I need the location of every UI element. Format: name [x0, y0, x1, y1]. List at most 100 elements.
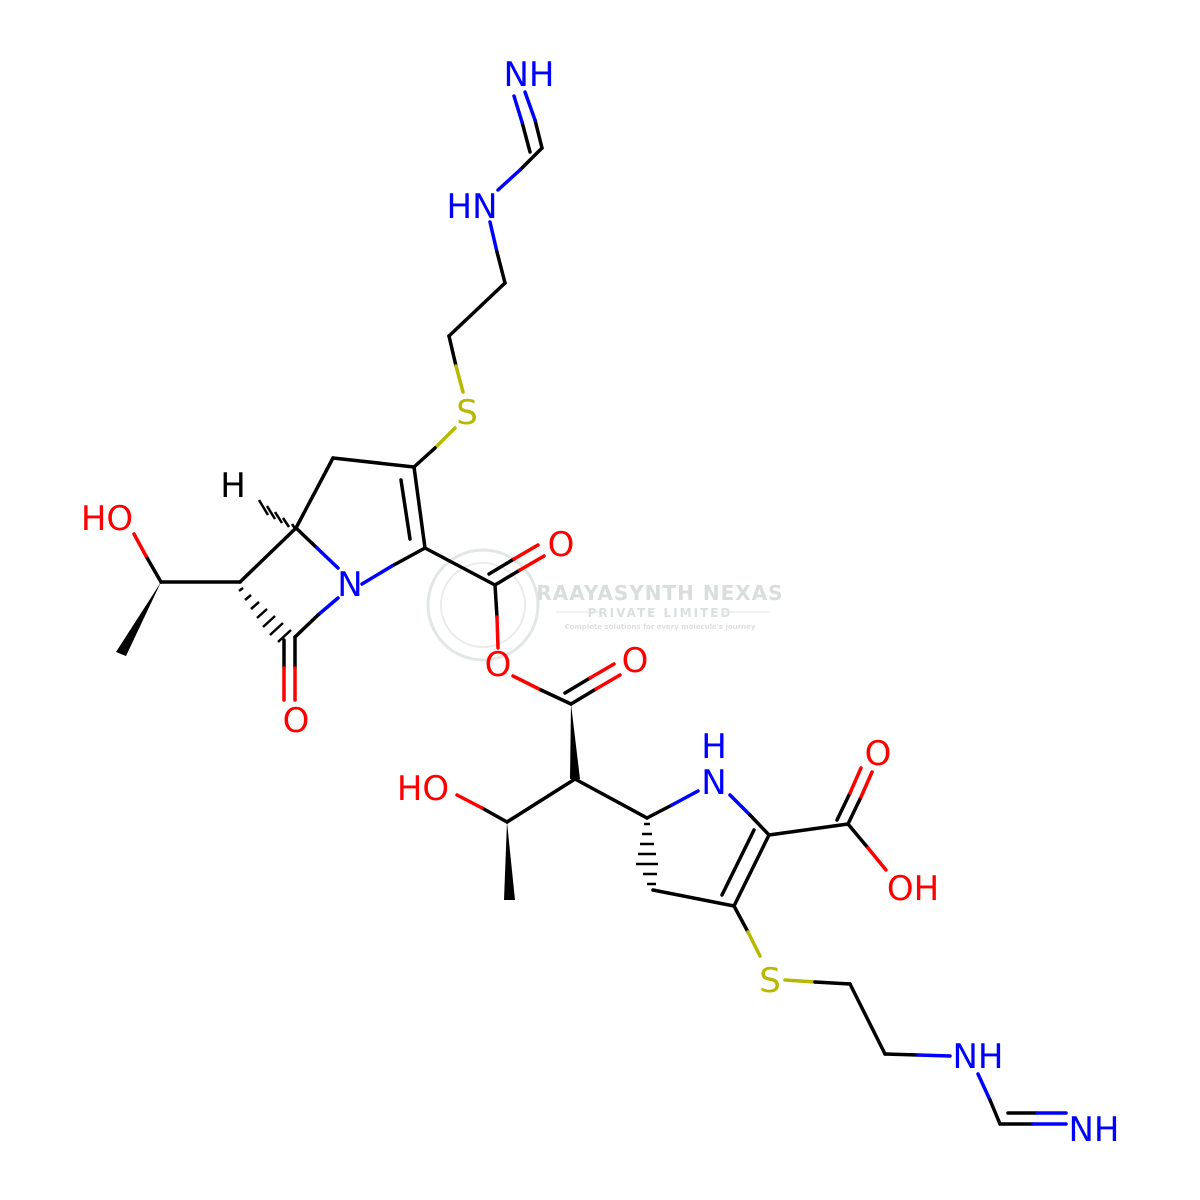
bond-ring-c3-c2 [331, 456, 416, 469]
bond-s-to-ring-c [412, 446, 437, 469]
label-n-pyrroline: N [701, 763, 726, 803]
label-s-top: S [456, 393, 478, 433]
bond-nh-to-chain-n [488, 220, 499, 254]
bond-acyl-co-c [569, 687, 598, 706]
watermark-name: RAAYASYNTH NEXAS [536, 581, 783, 605]
label-ho-middle: HO [397, 769, 449, 809]
watermark-logo-inner-ring [440, 562, 526, 648]
bond-ester-co-up-c [493, 568, 522, 587]
hashed-bond-bridgehead-h [257, 499, 298, 531]
label-ho-left: HO [81, 499, 133, 539]
bond-chain-to-s-s [454, 364, 465, 394]
bond-acid-co-o [859, 770, 874, 799]
bond-bridge-to-c6 [238, 526, 298, 584]
bond-nh2-to-imine-c [988, 1098, 1002, 1126]
bond-acid-co-o2 [848, 766, 863, 795]
bond-ethyl-top [447, 281, 507, 338]
label-h-bridgehead: H [220, 466, 246, 506]
bond-bridge-to-n-n [315, 546, 340, 570]
bond-o-to-acyl-o [511, 674, 543, 692]
label-n-ring: N [337, 565, 362, 605]
bond-top-imine-c-half [533, 118, 544, 150]
bond-pyrroline-n-c-n [728, 793, 752, 817]
watermark-subtitle: PRIVATE LIMITED [588, 606, 733, 620]
bond-chain-to-nh2-n [916, 1053, 952, 1058]
bond-pyrroline-c-n-n [670, 789, 700, 807]
label-o-ester-link: O [485, 645, 512, 685]
bond-pyrroline-double-b [720, 828, 756, 897]
bond-pyrroline-c-n-c [645, 803, 674, 820]
label-s-bottom: S [759, 961, 781, 1001]
bond-pyrroline-double-a [732, 833, 771, 908]
bond-carbinol-to-oh-c [144, 554, 163, 584]
wedge-bond-carbinol2-methyl [504, 822, 515, 900]
bond-ester-to-o-c [493, 583, 499, 619]
bond-ring-c-to-n-c [390, 546, 427, 568]
bond-acid-co-c2 [835, 791, 852, 822]
bond-s2-to-chain-c [813, 980, 852, 986]
bond-acid-co-c [846, 795, 863, 826]
bond-pyrroline-c4-c5 [651, 888, 736, 908]
atom-labels: NH HN S H HO N O O O O HO N H O OH S NH … [81, 55, 1120, 1150]
bond-carbinol-to-oh-o [132, 532, 148, 558]
hashed-bond-c6-lactam [238, 587, 292, 643]
wedge-bond-carbinol-methyl [116, 582, 161, 656]
bond-nh2-to-imine-n [976, 1072, 992, 1102]
label-hn-amine-top: HN [447, 187, 498, 227]
bond-ring-to-s2-c [732, 904, 750, 934]
bond-n-to-lactam-n [316, 596, 340, 617]
bond-ring-to-s2-s [746, 930, 762, 958]
watermark: RAAYASYNTH NEXAS PRIVATE LIMITED Complet… [426, 548, 783, 662]
label-o-acid-carbonyl: O [865, 734, 892, 774]
bond-ring-double-b [399, 478, 412, 541]
bonds [132, 90, 1068, 1126]
label-oh-acid: OH [887, 869, 939, 909]
bond-pyrroline-n-c-c [748, 813, 771, 837]
bond-imine-carbon-to-nh [518, 146, 544, 172]
bond-nh-to-chain-c [495, 250, 507, 285]
bond-carbinol-to-oh2-o [455, 793, 484, 810]
bond-bridge-to-n-c [294, 526, 319, 550]
bond-ring-c-to-n-n [360, 564, 394, 586]
bond-ester-to-o-o [495, 615, 500, 650]
bond-ester-co-up-o [518, 554, 546, 572]
bond-alpha-to-pyrroline [573, 777, 649, 820]
bond-ester-co-up-o2 [512, 543, 540, 561]
bond-ring-to-acid-c [767, 822, 850, 837]
bond-chain-to-nh2-c [883, 1052, 920, 1057]
watermark-logo-ring [426, 548, 540, 662]
bond-acyl-co-c2 [563, 676, 592, 695]
label-o-ester-carbonyl-upper: O [548, 525, 575, 565]
bond-top-imine-n-second [512, 94, 524, 124]
bond-n-to-lactam-c [293, 613, 320, 639]
label-nh-imine-bottom: NH [1069, 1110, 1120, 1150]
label-o-lactam: O [283, 701, 310, 741]
watermark-tagline: Complete solutions for every molecule's … [565, 623, 756, 631]
bond-top-imine-c-second [520, 120, 532, 154]
bond-s-to-ring-s [433, 426, 457, 450]
bond-chain-to-s-c [447, 334, 458, 368]
bond-acid-oh-c [846, 822, 870, 850]
wedge-bond-acyl-alpha [570, 704, 580, 779]
bond-ring-to-ester-c [423, 546, 497, 587]
label-h-pyrroline: H [701, 727, 727, 767]
bond-imine-carbon-to-nh-n [496, 168, 522, 192]
bond-s2-to-chain-s [783, 978, 817, 984]
label-o-ester-carbonyl-lower: O [622, 641, 649, 681]
label-nh-amine-bottom: NH [953, 1037, 1004, 1077]
bond-ester-co-up-c2 [487, 557, 516, 576]
bond-ring-double-a [412, 465, 427, 550]
stereo-bonds [116, 499, 658, 900]
bond-acid-oh-o [866, 846, 888, 872]
bond-ring-c2-c1 [294, 456, 335, 530]
bond-acyl-co-o2 [588, 662, 616, 680]
bond-top-imine-n-half [523, 90, 537, 122]
hashed-bond-pyrroline-ch2 [636, 822, 658, 886]
bond-carbinol-to-oh2-c [480, 806, 509, 824]
bond-acyl-co-o [594, 673, 622, 691]
label-nh-imine-top: NH [504, 55, 555, 95]
bond-o-to-acyl-c [539, 688, 573, 706]
bond-ethyl-bottom [848, 982, 887, 1056]
bond-alpha-to-carbinol [505, 777, 577, 824]
